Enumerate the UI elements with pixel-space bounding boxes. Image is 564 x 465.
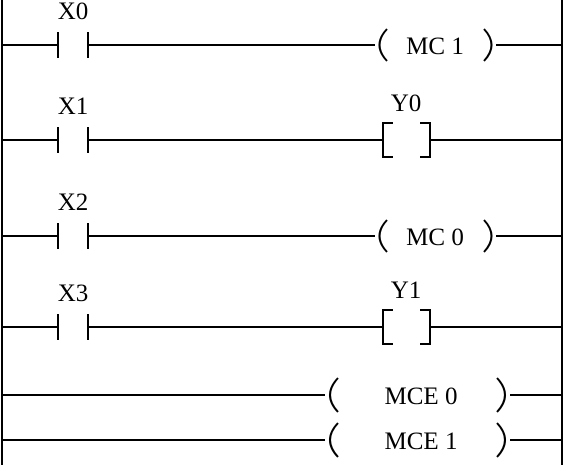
coil-left-bracket <box>382 309 393 345</box>
coil-right-bracket <box>420 122 431 158</box>
coil-right-arc <box>496 422 506 458</box>
contact-label: X3 <box>58 280 89 307</box>
coil-right-arc <box>483 219 493 253</box>
coil-label: MC 0 <box>406 224 464 251</box>
coil-left-arc <box>378 219 388 253</box>
contact-label: X0 <box>58 0 89 25</box>
coil-right-bracket <box>420 309 431 345</box>
coil-label: Y0 <box>391 90 422 117</box>
coil-right-arc <box>483 28 493 62</box>
coil-label: Y1 <box>391 277 422 304</box>
coil-left-bracket <box>382 122 393 158</box>
contact-label: X1 <box>58 93 89 120</box>
coil-right-arc <box>496 377 506 413</box>
coil-left-arc <box>378 28 388 62</box>
coil-left-arc <box>329 377 339 413</box>
coil-label: MCE 0 <box>385 383 458 410</box>
coil-label: MC 1 <box>406 33 464 60</box>
contact-label: X2 <box>58 189 89 216</box>
coil-left-arc <box>329 422 339 458</box>
coil-label: MCE 1 <box>385 428 458 455</box>
